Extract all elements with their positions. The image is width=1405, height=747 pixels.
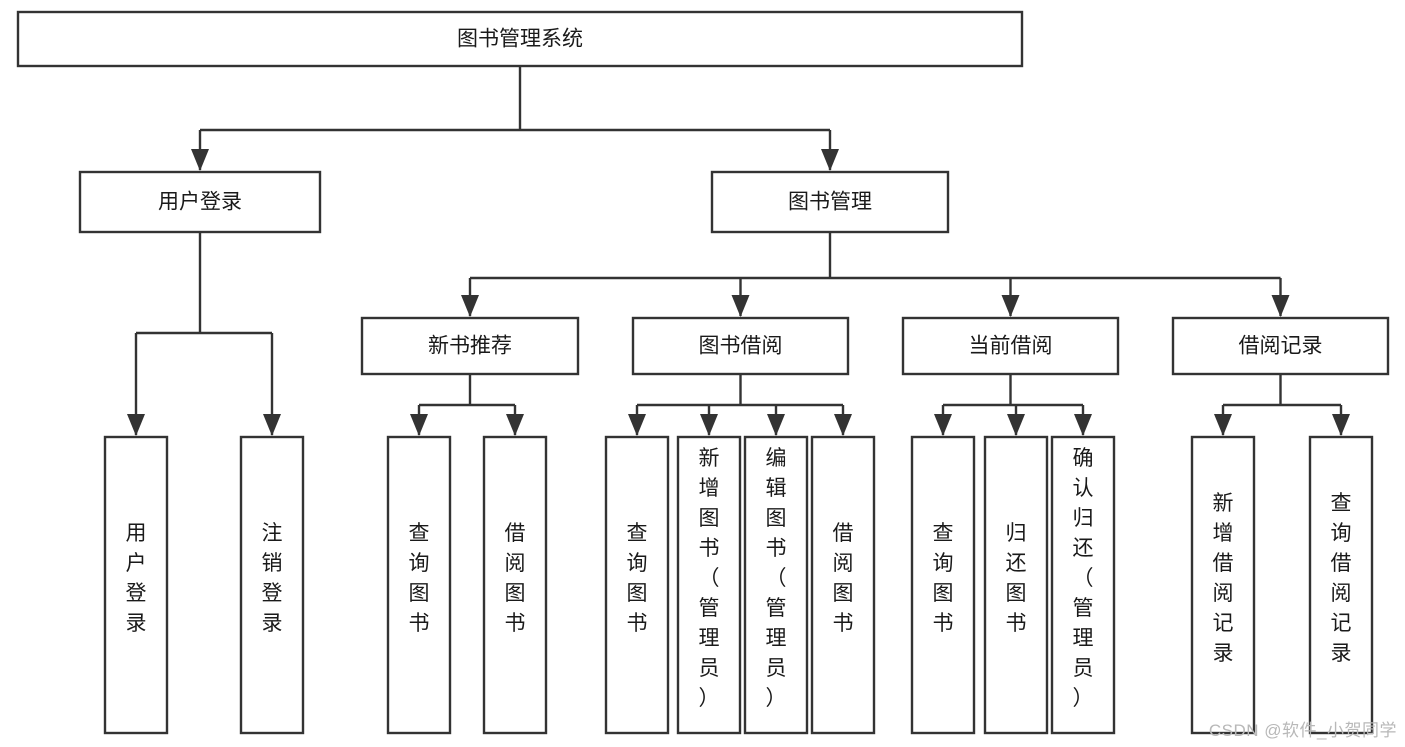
node-label: 注销登录 — [262, 522, 283, 635]
arrow-head — [506, 414, 524, 436]
arrow-head — [628, 414, 646, 436]
node-borrow-record[interactable]: 借阅记录 — [1171, 316, 1390, 376]
arrow-head — [1001, 295, 1020, 317]
arrow-head — [934, 414, 952, 436]
node-leaf-return-book[interactable]: 归还图书 — [983, 435, 1049, 735]
node-label: 图书管理系统 — [457, 28, 583, 51]
node-leaf-borrow-book-recommend[interactable]: 借阅图书 — [482, 435, 548, 735]
node-box[interactable] — [239, 435, 305, 735]
node-box[interactable] — [910, 435, 976, 735]
arrow-head — [700, 414, 718, 436]
node-box[interactable] — [1171, 316, 1390, 376]
node-label: 查询图书 — [627, 522, 648, 635]
node-box[interactable] — [360, 316, 580, 376]
node-box[interactable] — [604, 435, 670, 735]
node-label: 图书管理 — [788, 191, 872, 214]
arrow-head — [461, 295, 479, 317]
node-leaf-user-login[interactable]: 用户登录 — [103, 435, 169, 735]
node-box[interactable] — [710, 170, 950, 234]
node-label: 当前借阅 — [969, 335, 1053, 358]
node-label: 查询图书 — [933, 522, 954, 635]
node-box[interactable] — [16, 10, 1024, 68]
arrow-head — [821, 149, 839, 171]
arrow-head — [1332, 414, 1350, 436]
node-label: 新增借阅记录 — [1213, 492, 1234, 665]
node-box[interactable] — [1308, 435, 1374, 735]
node-box[interactable] — [983, 435, 1049, 735]
node-label: 用户登录 — [126, 522, 147, 635]
arrow-head — [1271, 295, 1290, 317]
node-root[interactable]: 图书管理系统 — [16, 10, 1024, 68]
node-new-book-recommend[interactable]: 新书推荐 — [360, 316, 580, 376]
node-leaf-borrow-book[interactable]: 借阅图书 — [810, 435, 876, 735]
node-leaf-confirm-return-admin[interactable]: 确认归还（管理员） — [1050, 435, 1116, 735]
arrow-head — [1214, 414, 1232, 436]
arrow-head — [834, 414, 852, 436]
node-label: 确认归还（管理员） — [1073, 447, 1094, 710]
node-label: 归还图书 — [1006, 522, 1027, 635]
node-box[interactable] — [103, 435, 169, 735]
node-label: 借阅记录 — [1239, 335, 1323, 358]
arrow-head — [731, 295, 750, 317]
node-label: 查询图书 — [409, 522, 430, 635]
node-box[interactable] — [1050, 435, 1116, 735]
node-book-borrow[interactable]: 图书借阅 — [631, 316, 850, 376]
node-label: 借阅图书 — [505, 522, 526, 635]
node-leaf-edit-book-admin[interactable]: 编辑图书（管理员） — [743, 435, 809, 735]
node-label: 用户登录 — [158, 191, 242, 214]
node-leaf-logout[interactable]: 注销登录 — [239, 435, 305, 735]
arrow-head — [1007, 414, 1025, 436]
arrow-head — [191, 149, 209, 171]
node-box[interactable] — [901, 316, 1120, 376]
arrow-head — [767, 414, 785, 436]
node-user-login[interactable]: 用户登录 — [78, 170, 322, 234]
node-box[interactable] — [743, 435, 809, 735]
arrow-head — [127, 414, 145, 436]
node-box[interactable] — [810, 435, 876, 735]
node-leaf-query-book-recommend[interactable]: 查询图书 — [386, 435, 452, 735]
connectors-layer — [127, 66, 1350, 436]
csdn-watermark: CSDN @软件_小贺同学 — [1208, 721, 1397, 740]
arrow-head — [1074, 414, 1092, 436]
arrow-head — [263, 414, 281, 436]
node-current-borrow[interactable]: 当前借阅 — [901, 316, 1120, 376]
node-book-management[interactable]: 图书管理 — [710, 170, 950, 234]
node-box[interactable] — [676, 435, 742, 735]
node-leaf-add-borrow-record[interactable]: 新增借阅记录 — [1190, 435, 1256, 735]
node-box[interactable] — [386, 435, 452, 735]
node-leaf-query-borrow-record[interactable]: 查询借阅记录 — [1308, 435, 1374, 735]
node-box[interactable] — [78, 170, 322, 234]
node-box[interactable] — [1190, 435, 1256, 735]
node-label: 图书借阅 — [699, 335, 783, 358]
node-label: 编辑图书（管理员） — [766, 447, 787, 710]
node-leaf-query-book-current[interactable]: 查询图书 — [910, 435, 976, 735]
node-label: 借阅图书 — [833, 522, 854, 635]
node-label: 查询借阅记录 — [1331, 492, 1352, 665]
node-leaf-query-book-borrow[interactable]: 查询图书 — [604, 435, 670, 735]
node-label: 新书推荐 — [428, 335, 512, 358]
node-label: 新增图书（管理员） — [699, 447, 720, 710]
node-leaf-add-book-admin[interactable]: 新增图书（管理员） — [676, 435, 742, 735]
arrow-head — [410, 414, 428, 436]
node-box[interactable] — [482, 435, 548, 735]
node-box[interactable] — [631, 316, 850, 376]
nodes-layer: 图书管理系统用户登录图书管理新书推荐图书借阅当前借阅借阅记录用户登录注销登录查询… — [16, 10, 1390, 735]
